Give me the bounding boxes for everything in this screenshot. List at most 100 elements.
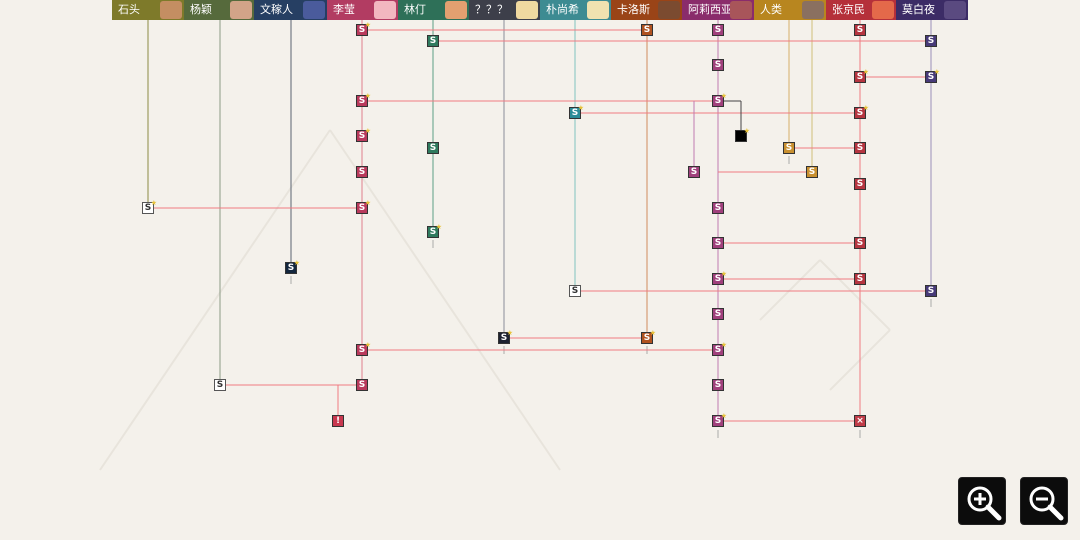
star-icon: ★ [364,92,371,100]
star-icon: ★ [649,329,656,337]
star-icon: ★ [364,127,371,135]
story-node[interactable]: S [427,142,439,154]
story-node[interactable]: S★ [569,104,584,119]
background-decoration [819,259,891,331]
story-node[interactable]: S [712,237,724,249]
character-tab[interactable]: 杨颖 [184,0,254,20]
story-node[interactable]: S [712,59,724,71]
background-decoration [759,259,821,321]
character-portrait [730,1,752,19]
alert-node[interactable]: ! [332,415,344,427]
story-node[interactable]: S [854,142,866,154]
star-icon: ★ [743,127,750,135]
character-name: 石头 [118,3,140,16]
story-node[interactable]: S★ [641,329,656,344]
story-node[interactable]: S [688,166,700,178]
character-portrait [872,1,894,19]
star-icon: ★ [435,223,442,231]
character-name: 李莹 [333,3,355,16]
story-node[interactable]: S [783,142,795,154]
star-icon: ★ [720,412,727,420]
character-name: 杨颖 [190,3,212,16]
character-portrait [802,1,824,19]
star-icon: ★ [364,199,371,207]
zoom-out-icon [1029,486,1064,521]
character-name: 莫白夜 [902,3,935,16]
character-portrait [303,1,325,19]
character-tab[interactable]: ？？？ [469,0,540,20]
story-node[interactable]: S [214,379,226,391]
character-tab[interactable]: 卡洛斯 [611,0,682,20]
story-node[interactable]: S [712,202,724,214]
character-name: 张京民 [832,3,865,16]
star-icon: ★ [862,104,869,112]
star-icon: ★ [720,92,727,100]
star-icon: ★ [293,259,300,267]
character-tab[interactable]: 人类 [754,0,826,20]
star-icon: ★ [577,104,584,112]
story-node[interactable]: S★ [356,92,371,107]
zoom-in-icon [967,486,1002,521]
story-node[interactable]: S★ [712,412,727,427]
star-icon: ★ [364,341,371,349]
story-node[interactable]: S★ [356,21,371,36]
character-name: 阿莉西亚 [688,3,732,16]
character-name: 林仃 [404,3,426,16]
story-node[interactable]: S★ [498,329,513,344]
character-tab[interactable]: 张京民 [826,0,896,20]
character-name: 卡洛斯 [617,3,650,16]
character-tab-bar: 石头 杨颖 文稼人 李莹 林仃 ？？？ 朴尚希 卡洛斯 阿莉西亚 人类 张京民 莫白夜 [112,0,968,20]
character-portrait [230,1,252,19]
story-node[interactable]: S [925,285,937,297]
character-name: 人类 [760,3,782,16]
character-tab[interactable]: 莫白夜 [896,0,968,20]
story-node[interactable]: S★ [854,104,869,119]
character-tab[interactable]: 林仃 [398,0,469,20]
story-node[interactable]: S [356,166,368,178]
character-tab[interactable]: 李莹 [327,0,398,20]
story-node[interactable]: S★ [925,68,940,83]
character-name: 文稼人 [260,3,293,16]
star-icon: ★ [720,270,727,278]
story-node[interactable]: S [569,285,581,297]
story-node[interactable]: S★ [427,223,442,238]
story-node[interactable]: S★ [356,127,371,142]
story-node[interactable]: S★ [854,68,869,83]
star-icon: ★ [506,329,513,337]
zoom-out-button[interactable] [1020,477,1068,525]
locked-node[interactable]: × [854,415,866,427]
story-node[interactable]: S [712,308,724,320]
story-node[interactable]: S [854,237,866,249]
story-node[interactable]: S [854,24,866,36]
story-node[interactable]: S [925,35,937,47]
story-node[interactable]: S★ [712,270,727,285]
story-node[interactable]: S [427,35,439,47]
story-node[interactable]: S [712,379,724,391]
story-node[interactable]: S [806,166,818,178]
character-tab[interactable]: 文稼人 [254,0,327,20]
character-tab[interactable]: 阿莉西亚 [682,0,754,20]
story-node[interactable]: S [641,24,653,36]
story-node[interactable]: S★ [712,92,727,107]
story-node[interactable]: S★ [356,341,371,356]
character-portrait [944,1,966,19]
character-name: 朴尚希 [546,3,579,16]
character-portrait [374,1,396,19]
character-name: ？？？ [475,3,508,16]
story-node[interactable]: S [854,273,866,285]
star-icon: ★ [364,21,371,29]
story-node[interactable]: S [854,178,866,190]
story-node[interactable]: S [712,24,724,36]
character-tab[interactable]: 石头 [112,0,184,20]
zoom-in-button[interactable] [958,477,1006,525]
character-tab[interactable]: 朴尚希 [540,0,611,20]
character-portrait [516,1,538,19]
story-node[interactable]: S★ [356,199,371,214]
story-node[interactable]: S★ [285,259,300,274]
character-portrait [587,1,609,19]
story-node[interactable]: S [356,379,368,391]
story-node[interactable]: S★ [712,341,727,356]
story-node[interactable]: S★ [142,199,157,214]
story-node[interactable]: ★ [735,127,750,142]
